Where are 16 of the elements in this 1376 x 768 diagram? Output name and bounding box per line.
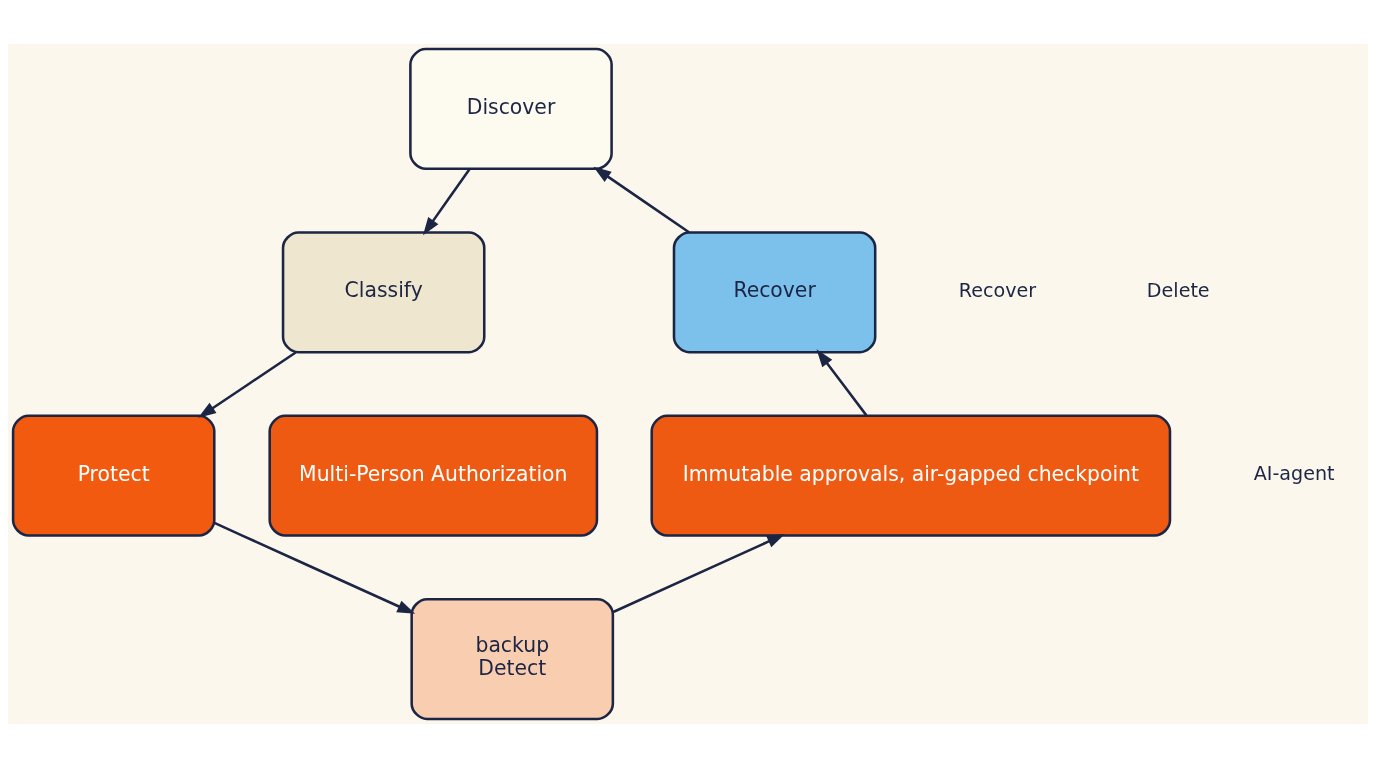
- label: Recover: [958, 278, 1037, 302]
- arrow: [423, 168, 471, 236]
- label: AI-agent: [1253, 462, 1335, 486]
- node-box: Multi-Person Authorization: [268, 414, 599, 537]
- node-box: Discover: [409, 47, 613, 171]
- arrow: [816, 349, 868, 417]
- arrow: [612, 534, 785, 614]
- node-box: backup Detect: [410, 597, 615, 721]
- node-box: Recover: [672, 231, 877, 354]
- node-box: Protect: [11, 414, 216, 537]
- arrow: [593, 166, 690, 234]
- node-box: Classify: [281, 231, 486, 354]
- arrow: [213, 521, 416, 614]
- node-box: Immutable approvals, air-gapped checkpoint: [650, 414, 1172, 537]
- label: Delete: [1146, 278, 1210, 302]
- arrow: [198, 351, 297, 418]
